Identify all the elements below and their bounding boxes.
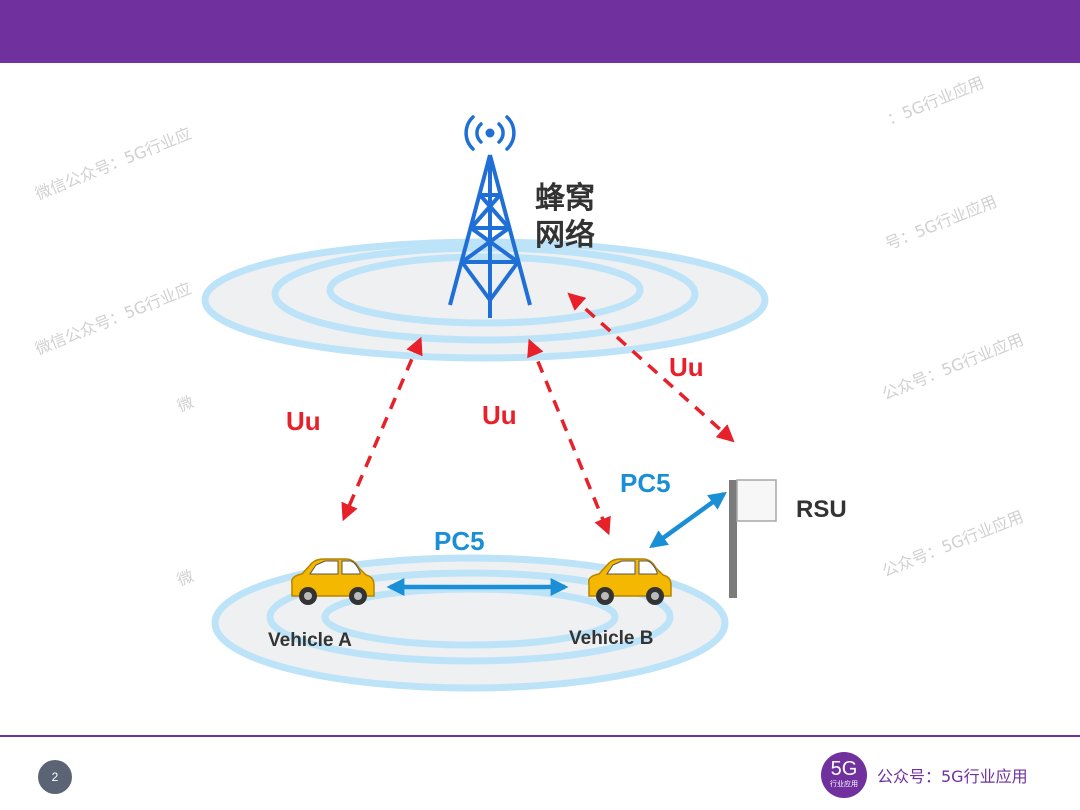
pc5-label-rsu: PC5 [620, 468, 671, 498]
uu-label-left: Uu [286, 406, 321, 436]
logo-5g-icon: 5G 行业应用 [821, 752, 867, 798]
watermark: 公众号：5G行业应用 [879, 330, 1026, 404]
logo-small-text: 行业应用 [830, 780, 858, 788]
watermark: 微 [174, 392, 196, 416]
network-label: 蜂窝 网络 [535, 181, 595, 253]
car-icon [290, 558, 375, 605]
footer-divider [0, 735, 1080, 737]
uu-link-rsu [567, 292, 735, 443]
rsu-label: RSU [796, 496, 847, 523]
network-label-line1: 蜂窝 [535, 181, 595, 216]
pc5-link-rsu [649, 491, 727, 549]
header-bar [0, 0, 1080, 63]
uu-label-middle: Uu [482, 400, 517, 430]
uu-label-right: Uu [669, 352, 704, 382]
rsu-flag-icon [729, 479, 777, 598]
pc5-links [386, 491, 727, 596]
vehicle-b-label: Vehicle B [569, 628, 654, 649]
uu-links [341, 292, 735, 536]
vehicle-a-label: Vehicle A [268, 630, 352, 651]
uu-link-vehicle-b [527, 338, 611, 536]
network-label-line2: 网络 [535, 218, 595, 253]
car-icon [587, 558, 672, 605]
watermark: 公众号：5G行业应用 [879, 507, 1026, 581]
brand-text: 公众号：5G行业应用 [877, 767, 1028, 786]
watermark: 号：5G行业应用 [882, 192, 999, 254]
watermark: ：5G行业应用 [884, 73, 986, 129]
v2x-diagram: 微信公众号：5G行业应 ：5G行业应用 微信公众号：5G行业应 号：5G行业应用… [32, 73, 1026, 692]
cellular-coverage-rings [201, 238, 769, 362]
cell-tower-icon [448, 154, 532, 318]
watermark: 微信公众号：5G行业应 [32, 124, 194, 204]
pc5-label-vehicles: PC5 [434, 526, 485, 556]
watermark: 微 [174, 566, 196, 590]
logo-big-text: 5G [830, 758, 858, 780]
antenna-signal-icon [464, 115, 516, 151]
watermark: 微信公众号：5G行业应 [32, 279, 194, 359]
page-number: 2 [38, 760, 72, 794]
uu-link-vehicle-a [341, 336, 423, 522]
